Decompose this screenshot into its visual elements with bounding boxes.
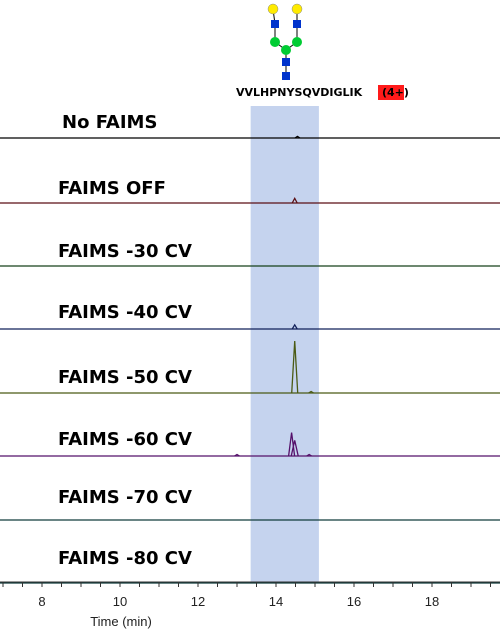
trace-label: FAIMS -50 CV [58,367,192,388]
trace-5: FAIMS -50 CV [0,340,500,394]
charge-state-badge [378,85,404,100]
trace-label: FAIMS -30 CV [58,241,192,262]
trace-peak [234,453,240,457]
trace-3: FAIMS -30 CV [0,241,500,267]
trace-peak [294,135,301,139]
trace-2: FAIMS OFF [0,178,500,204]
x-tick-label: 12 [191,594,205,609]
trace-6: FAIMS -60 CV [0,429,500,457]
trace-label: FAIMS -70 CV [58,487,192,508]
trace-label: FAIMS -80 CV [58,548,192,569]
trace-peak [291,323,298,330]
x-tick-label: 16 [347,594,361,609]
x-tick-label: 8 [38,594,45,609]
x-axis-title: Time (min) [90,614,152,629]
traces-group: No FAIMS FAIMS OFF FAIMS -30 CV FAIMS -40 C… [0,112,500,584]
trace-peak [308,390,314,394]
x-tick-label: 18 [425,594,439,609]
retention-window-highlight [250,106,319,582]
trace-label: FAIMS -60 CV [58,429,192,450]
trace-label: FAIMS OFF [58,178,166,199]
peptide-sequence-label: VVLHPNYSQVDIGLIK [236,86,363,99]
trace-1: No FAIMS [0,112,500,139]
x-tick-label: 10 [113,594,127,609]
trace-4: FAIMS -40 CV [0,302,500,330]
trace-peak [291,340,299,394]
glycan-structure-icon [267,3,303,80]
trace-peak [306,453,312,457]
charge-state-label: (4+) [382,86,409,99]
trace-peak [291,196,298,204]
trace-7: FAIMS -70 CV [0,487,500,521]
trace-peak [290,440,299,457]
trace-8: FAIMS -80 CV [0,548,500,584]
charge-state-value: 4+ [387,86,404,99]
x-axis: 8 10 12 14 16 18 [0,581,500,609]
x-tick-label: 14 [269,594,283,609]
trace-label: No FAIMS [62,112,157,133]
trace-label: FAIMS -40 CV [58,302,192,323]
